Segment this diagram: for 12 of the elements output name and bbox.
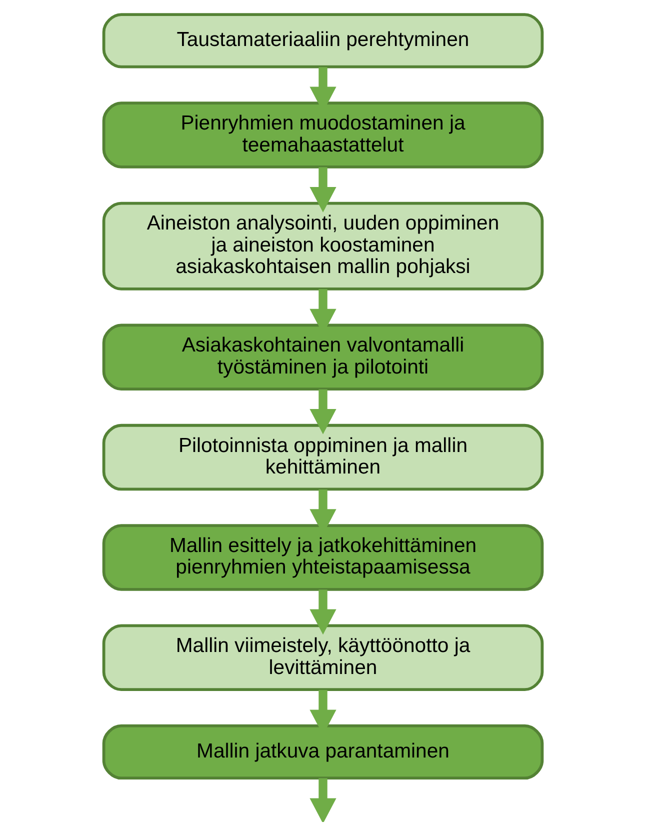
node-box: Asiakaskohtainen valvontamalli työstäminen ja pilotointi xyxy=(102,324,544,391)
node-box: Pienryhmien muodostaminen ja teemahaastattelut xyxy=(102,102,544,168)
arrow xyxy=(309,167,336,212)
node-box: Mallin esittely ja jatkokehittäminen pienryhmien yhteistapaamisessa xyxy=(102,524,544,591)
node-box: Aineiston analysointi, uuden oppiminen ja aineiston koostaminen asiakaskohtaisen mallin pohjaksi xyxy=(102,202,544,290)
node-box: Pilotoinnista oppiminen ja mallin kehittäminen xyxy=(102,424,544,491)
node-box: Taustamateriaaliin perehtyminen xyxy=(102,13,544,68)
arrow xyxy=(309,389,336,434)
arrow xyxy=(309,590,336,635)
arrow xyxy=(309,778,336,822)
node-box: Mallin jatkuva parantaminen xyxy=(102,724,544,780)
node-box: Mallin viimeistely, käyttöönotto ja levittäminen xyxy=(102,624,544,692)
